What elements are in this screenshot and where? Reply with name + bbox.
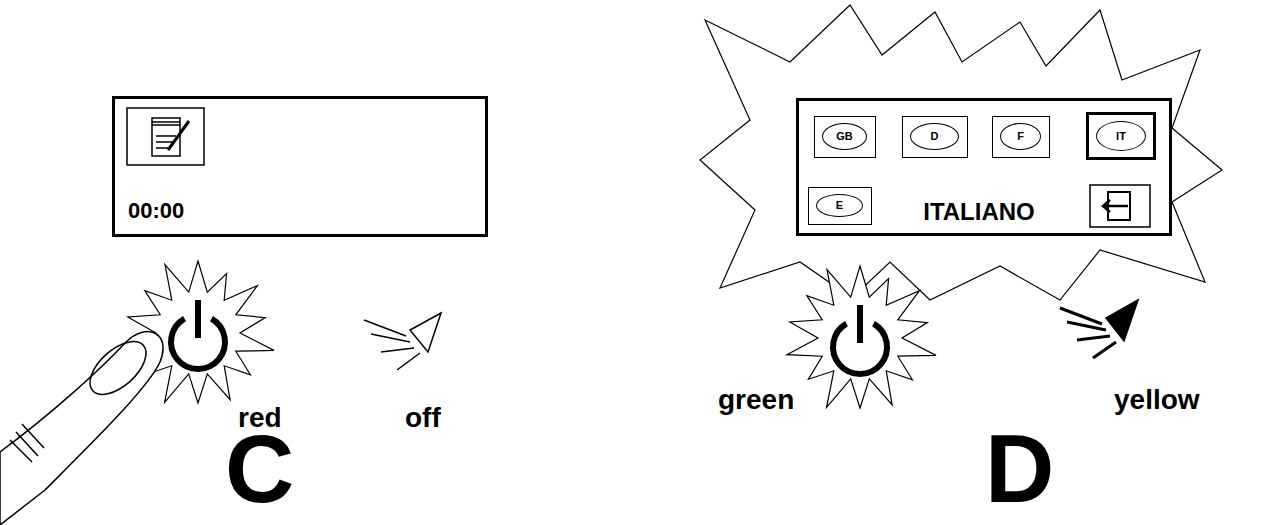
flash-burst (700, 5, 1222, 300)
lamp-head (1106, 300, 1138, 341)
power-bar (195, 300, 201, 338)
lamp-rays (364, 320, 420, 370)
exit-icon (1090, 185, 1150, 227)
fingernail (81, 332, 156, 404)
exit-arrowhead (1103, 200, 1110, 212)
screen-text: ITALIANO (879, 200, 1079, 224)
step-letter: C (225, 421, 294, 517)
finger-outline (0, 332, 163, 525)
icon-frame (127, 108, 204, 165)
lamp-on-symbol (1060, 300, 1138, 358)
led-state: yellow (1114, 386, 1200, 414)
language-code: E (816, 194, 863, 217)
exit-arrow (1104, 205, 1128, 208)
language-code: D (910, 123, 959, 150)
screen-text: 00:00 (128, 200, 184, 222)
language-button: D (902, 116, 968, 158)
language-button: GB (814, 116, 876, 158)
language-code: F (1000, 123, 1041, 150)
language-code: IT (1096, 121, 1146, 151)
step-letter: D (985, 421, 1054, 517)
language-button: E (808, 187, 872, 225)
led-state: green (718, 386, 794, 414)
notepad-lines (152, 122, 180, 148)
language-button: F (992, 116, 1050, 158)
language-button-selected: IT (1086, 112, 1156, 160)
lamp-head (410, 313, 441, 352)
power-symbol (833, 305, 887, 374)
icon-frame (1090, 185, 1150, 227)
language-code: GB (822, 123, 867, 150)
led-state: off (405, 404, 441, 432)
button-glow (787, 266, 936, 408)
lamp-rays (1060, 308, 1116, 358)
pen (168, 121, 189, 150)
lamp-off-symbol (364, 313, 441, 370)
finger (0, 332, 163, 525)
display-screen: 00:00 (112, 96, 488, 237)
power-bar (857, 305, 863, 343)
finger-lines (10, 424, 44, 462)
display-screen: ITALIANO GB D F IT E (796, 98, 1172, 236)
power-symbol (171, 300, 225, 369)
notepad-icon (127, 108, 204, 165)
